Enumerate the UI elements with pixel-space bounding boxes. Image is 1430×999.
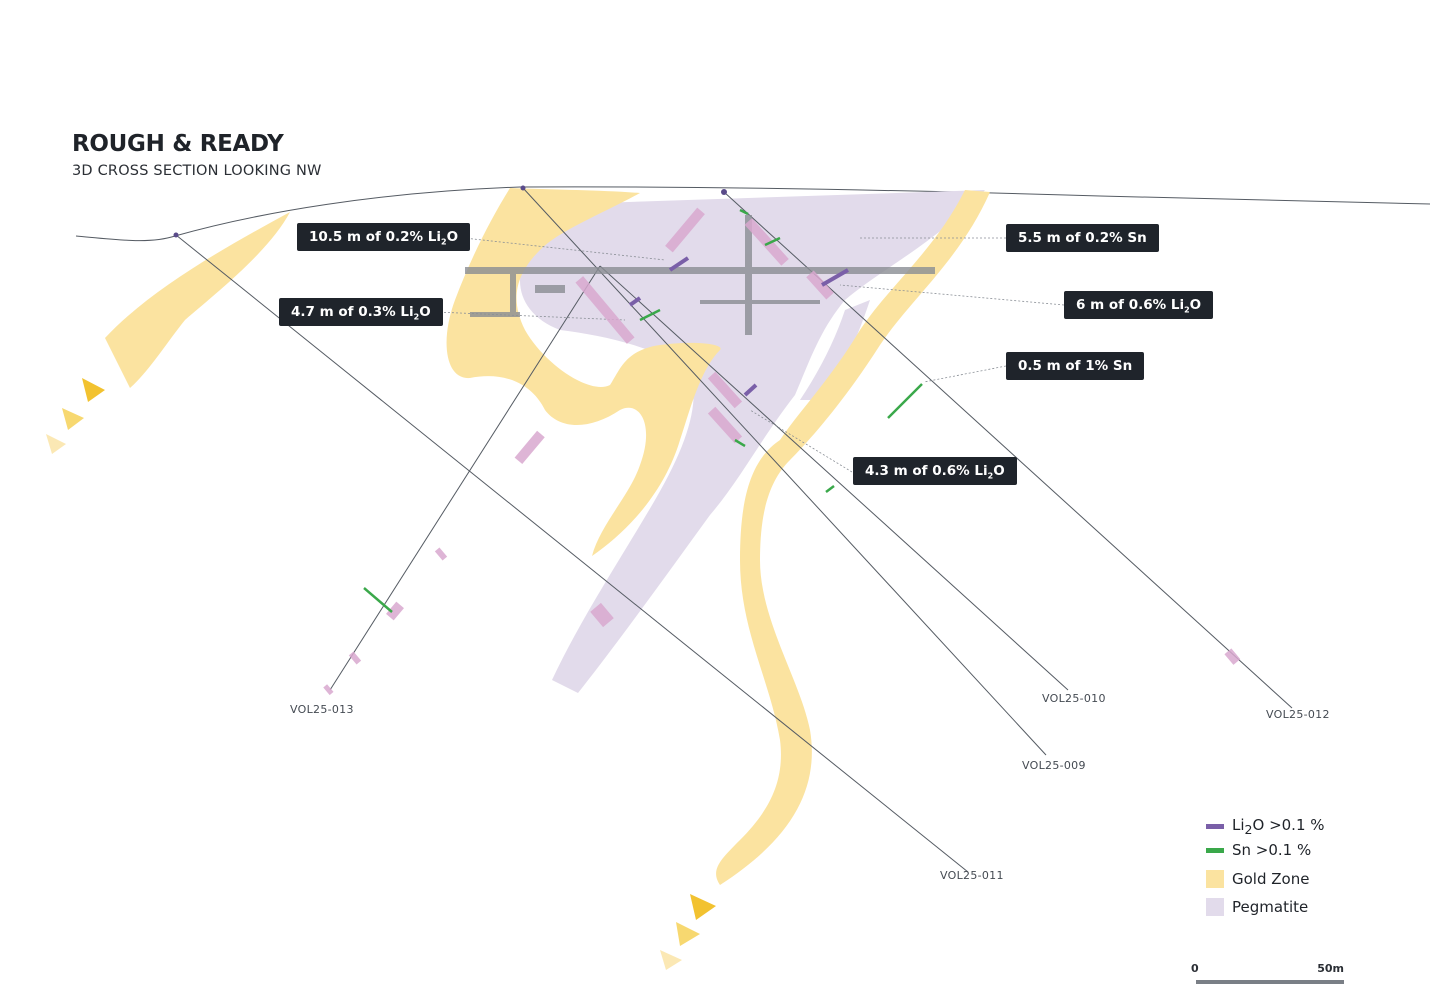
pegmatite-body xyxy=(520,190,985,693)
callout-li2o-10-5m: 10.5 m of 0.2% Li2O xyxy=(297,223,471,251)
callout-sn-5-5m: 5.5 m of 0.2% Sn xyxy=(1006,224,1159,252)
underground-workings xyxy=(465,215,935,335)
legend-item-sn: Sn >0.1 % xyxy=(1206,838,1325,862)
scale-start-label: 0 xyxy=(1191,962,1199,975)
callout-li2o-4-7m: 4.7 m of 0.3% Li2O xyxy=(279,298,443,326)
drill-hole-label-vol25-010: VOL25-010 xyxy=(1042,692,1106,705)
gold-zone-west xyxy=(105,212,290,388)
arrow-south xyxy=(660,894,716,970)
legend-label-li2o: Li2O >0.1 % xyxy=(1232,815,1325,837)
arrow-west xyxy=(46,378,105,454)
legend: Li2O >0.1 % Sn >0.1 % Gold Zone Pegmatit… xyxy=(1206,814,1325,919)
callout-sn-0-5m: 0.5 m of 1% Sn xyxy=(1006,352,1145,380)
legend-swatch-li2o xyxy=(1206,823,1224,829)
pegmatite-intercepts xyxy=(323,207,1241,696)
callout-leaders xyxy=(435,236,1065,473)
drill-hole-label-vol25-011: VOL25-011 xyxy=(940,869,1004,882)
section-subtitle: 3D CROSS SECTION LOOKING NW xyxy=(72,163,322,179)
legend-label-pegmatite: Pegmatite xyxy=(1232,898,1309,916)
section-title: ROUGH & READY xyxy=(72,131,284,157)
pegmatite-lobe xyxy=(800,300,870,400)
li2o-intervals xyxy=(628,256,849,397)
legend-item-li2o: Li2O >0.1 % xyxy=(1206,814,1325,838)
callout-li2o-4-3m: 4.3 m of 0.6% Li2O xyxy=(853,457,1017,485)
legend-label-sn: Sn >0.1 % xyxy=(1232,841,1312,859)
drill-hole-label-vol25-013: VOL25-013 xyxy=(290,703,354,716)
gold-zone-east xyxy=(716,190,990,885)
legend-swatch-pegmatite xyxy=(1206,898,1224,916)
callout-li2o-6m: 6 m of 0.6% Li2O xyxy=(1064,291,1214,319)
collar-vol25-013 xyxy=(173,232,179,238)
scale-end-label: 50m xyxy=(1317,962,1344,975)
collar-vol25-012 xyxy=(721,189,727,195)
scale-bar: 0 50m xyxy=(1191,962,1346,988)
drill-hole-label-vol25-012: VOL25-012 xyxy=(1266,708,1330,721)
drill-hole-label-vol25-009: VOL25-009 xyxy=(1022,759,1086,772)
legend-label-gold-zone: Gold Zone xyxy=(1232,870,1310,888)
legend-item-gold-zone: Gold Zone xyxy=(1206,867,1325,891)
sn-intervals xyxy=(363,208,923,613)
scale-bar-line xyxy=(1196,980,1344,984)
legend-item-pegmatite: Pegmatite xyxy=(1206,895,1325,919)
legend-swatch-gold-zone xyxy=(1206,870,1224,888)
collar-vol25-009 xyxy=(520,185,526,191)
legend-swatch-sn xyxy=(1206,847,1224,853)
